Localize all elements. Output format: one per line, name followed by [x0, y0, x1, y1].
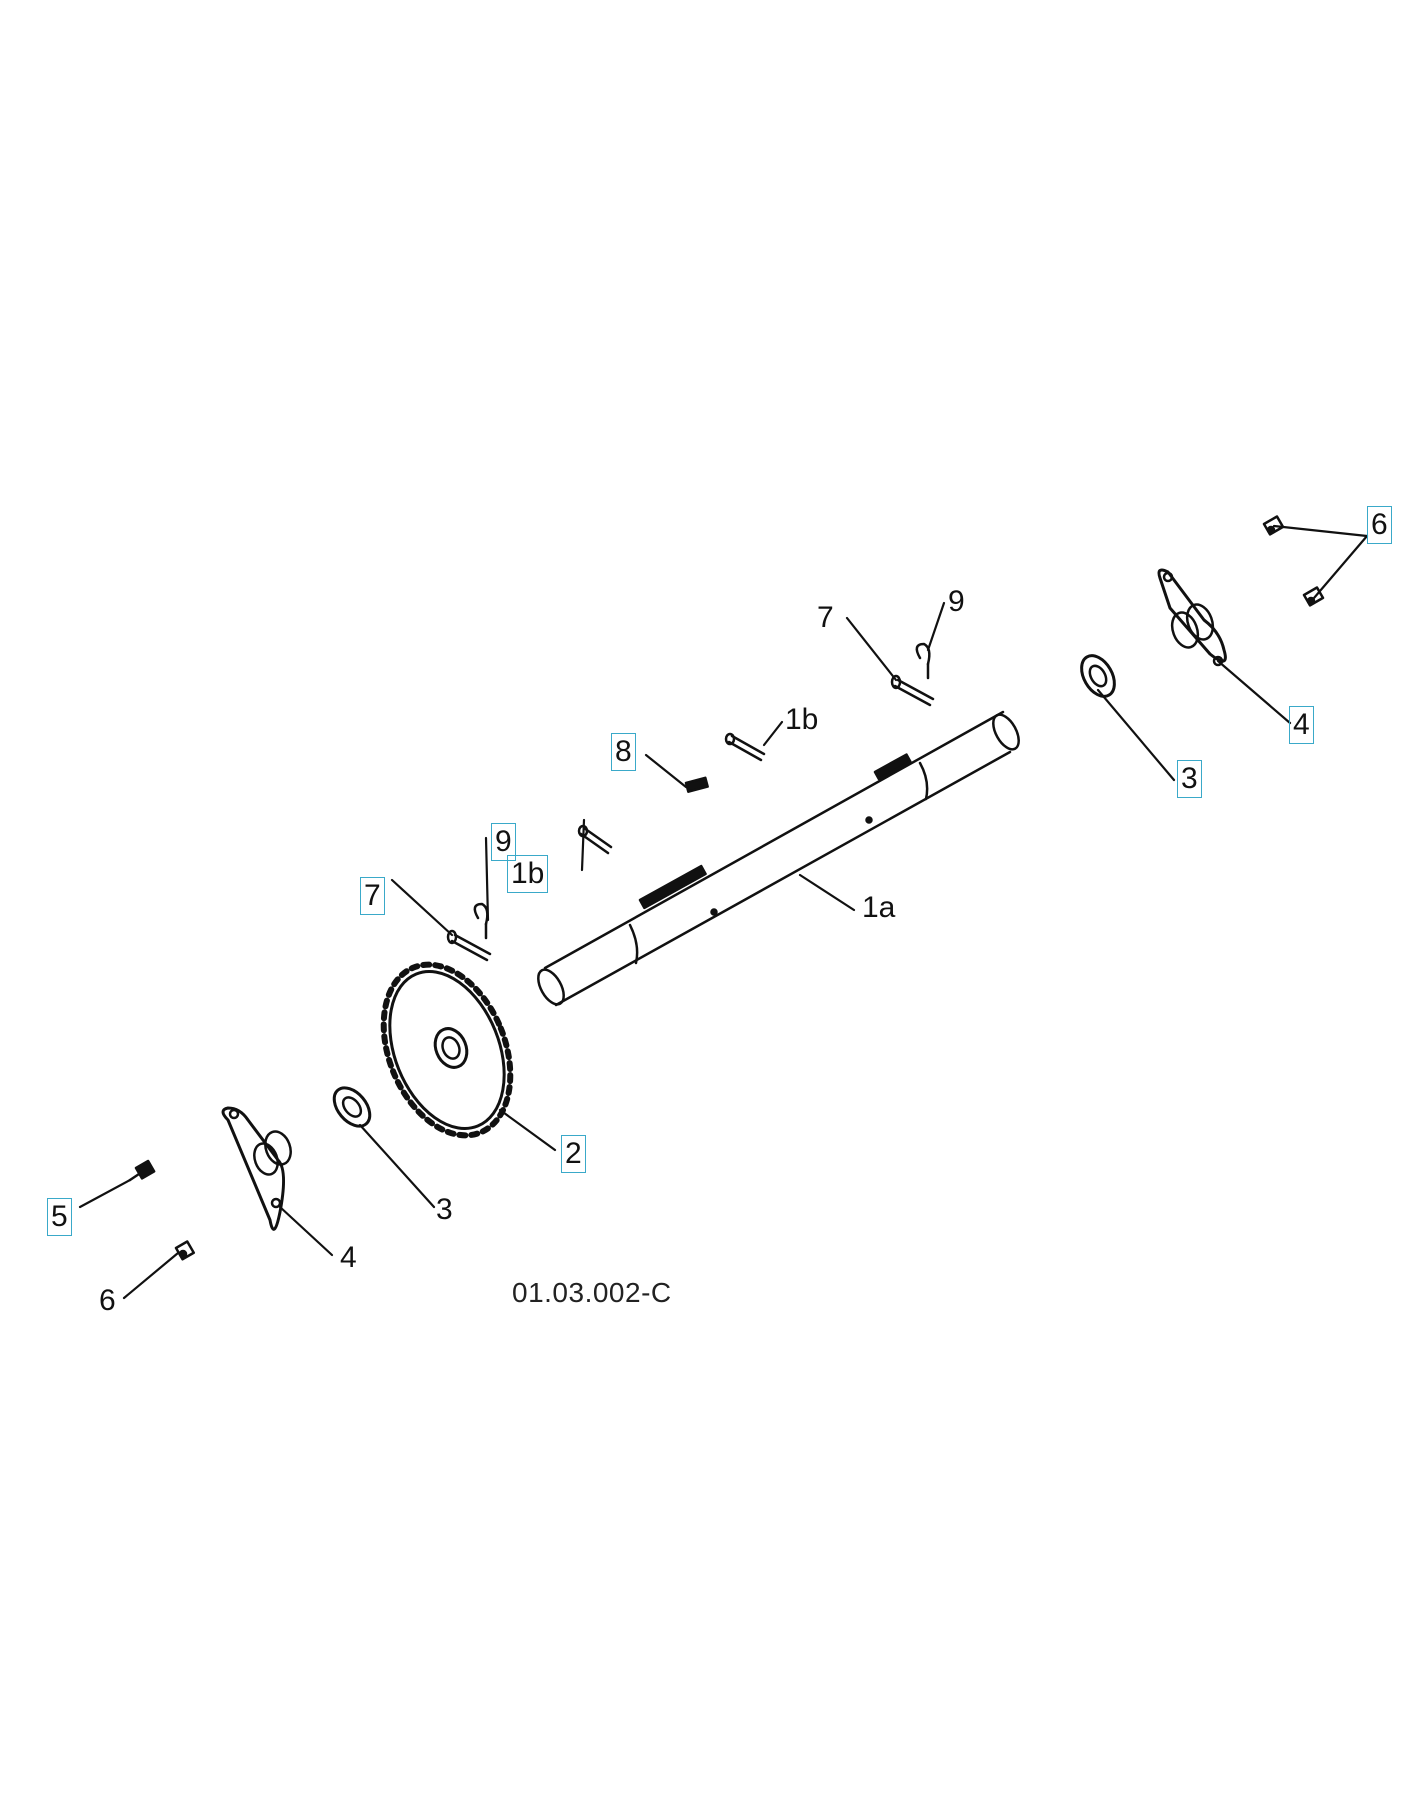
bearing-flange-right-part — [1157, 568, 1227, 667]
pin-right-part — [890, 674, 935, 707]
callout-1b-top: 1b — [785, 703, 819, 736]
bearing-flange-left-part — [221, 1106, 292, 1231]
washer-left-part — [332, 1086, 372, 1128]
callout-1a: 1a — [862, 891, 896, 924]
callout-8[interactable]: 8 — [611, 733, 636, 771]
callout-4-left: 4 — [340, 1241, 357, 1274]
nut-right-top-part — [1262, 515, 1285, 536]
shaft-part — [537, 710, 1020, 1007]
pin-left-part — [446, 929, 492, 962]
sprocket-part — [380, 961, 514, 1139]
cotter-pin-right-part — [915, 642, 931, 680]
callout-5[interactable]: 5 — [47, 1198, 72, 1236]
callout-6-top[interactable]: 6 — [1367, 506, 1392, 544]
key-8-part — [684, 776, 709, 793]
nut-right-bottom-part — [1302, 586, 1325, 607]
callout-3-left: 3 — [436, 1193, 453, 1226]
callout-4-right[interactable]: 4 — [1289, 706, 1314, 744]
callout-7-top: 7 — [817, 601, 834, 634]
key-right-part — [724, 732, 766, 762]
callout-6-left: 6 — [99, 1284, 116, 1317]
nut-left-part — [174, 1240, 196, 1261]
leader-lines — [78, 524, 1369, 1300]
bolt-part — [128, 1159, 156, 1182]
callout-2[interactable]: 2 — [561, 1135, 586, 1173]
callout-9-left[interactable]: 9 — [491, 823, 516, 861]
cotter-pin-left-part — [473, 902, 489, 940]
callout-1b-left[interactable]: 1b — [507, 855, 549, 893]
callout-9-top: 9 — [948, 585, 965, 618]
diagram-reference-code: 01.03.002-C — [512, 1277, 672, 1308]
callout-7-left[interactable]: 7 — [360, 877, 385, 915]
callout-3-right[interactable]: 3 — [1177, 760, 1202, 798]
washer-right-part — [1080, 654, 1116, 698]
